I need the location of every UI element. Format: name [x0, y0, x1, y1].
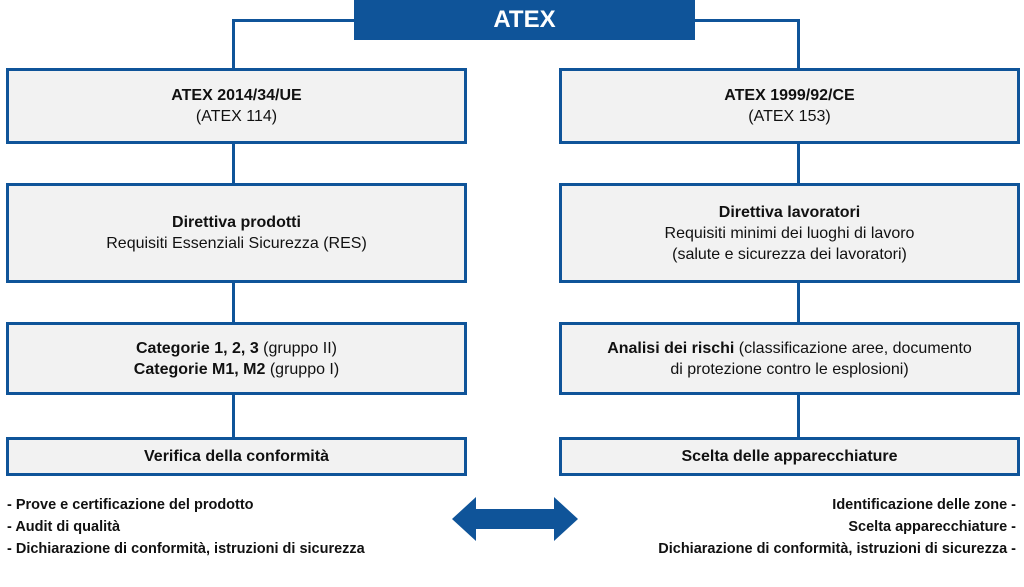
left-bullet-list: - Prove e certificazione del prodotto - … [7, 494, 365, 560]
double-arrow-icon [452, 497, 578, 541]
box-title: Direttiva lavoratori [718, 203, 861, 221]
connector [695, 19, 800, 22]
box-title: Verifica della conformità [144, 448, 329, 465]
box-text: (classificazione aree, documento [734, 339, 972, 357]
box-line: Categorie 1, 2, 3 (gruppo II) [136, 338, 337, 359]
box-title: ATEX 2014/34/UE [171, 87, 302, 104]
connector [232, 19, 235, 69]
list-item: Scelta apparecchiature - [848, 519, 1016, 535]
box-line: Categorie M1, M2 (gruppo I) [134, 359, 339, 380]
box-text: (gruppo II) [258, 339, 337, 357]
list-item: Identificazione delle zone - [832, 497, 1016, 513]
box-bold: Categorie 1, 2, 3 [136, 339, 259, 357]
box-title: Direttiva prodotti [172, 214, 301, 231]
box-subtitle: Requisiti Essenziali Sicurezza (RES) [106, 235, 367, 252]
box-subtitle: Requisiti minimi dei luoghi di lavoro [664, 224, 915, 242]
analisi-rischi-box: Analisi dei rischi (classificazione aree… [559, 322, 1020, 395]
connector [232, 140, 235, 440]
box-subtitle: (ATEX 114) [195, 108, 278, 125]
atex-title: ATEX [493, 6, 556, 33]
connector [797, 140, 800, 440]
connector [232, 19, 354, 22]
box-line: Analisi dei rischi (classificazione aree… [607, 338, 972, 359]
list-item: Dichiarazione di conformità, istruzioni … [658, 541, 1016, 557]
list-item: - Audit di qualità [7, 519, 121, 535]
box-subtitle: (salute e sicurezza dei lavoratori) [672, 245, 907, 263]
connector [797, 19, 800, 69]
box-subtitle: (ATEX 153) [748, 108, 831, 125]
box-bold: Categorie M1, M2 [133, 360, 266, 378]
box-text: di protezione contro le esplosioni) [670, 360, 909, 378]
direttiva-prodotti-box: Direttiva prodotti Requisiti Essenziali … [6, 183, 467, 283]
box-title: ATEX 1999/92/CE [724, 87, 855, 104]
categorie-box: Categorie 1, 2, 3 (gruppo II) Categorie … [6, 322, 467, 395]
box-text: (gruppo I) [265, 360, 340, 378]
atex-153-box: ATEX 1999/92/CE (ATEX 153) [559, 68, 1020, 144]
list-item: - Prove e certificazione del prodotto [7, 497, 254, 513]
direttiva-lavoratori-box: Direttiva lavoratori Requisiti minimi de… [559, 183, 1020, 283]
right-bullet-list: Identificazione delle zone - Scelta appa… [658, 494, 1016, 560]
box-bold: Analisi dei rischi [607, 339, 735, 357]
atex-114-box: ATEX 2014/34/UE (ATEX 114) [6, 68, 467, 144]
scelta-box: Scelta delle apparecchiature [559, 437, 1020, 476]
box-title: Scelta delle apparecchiature [681, 448, 898, 465]
atex-title-box: ATEX [354, 0, 695, 40]
verifica-box: Verifica della conformità [6, 437, 467, 476]
list-item: - Dichiarazione di conformità, istruzion… [7, 541, 365, 557]
